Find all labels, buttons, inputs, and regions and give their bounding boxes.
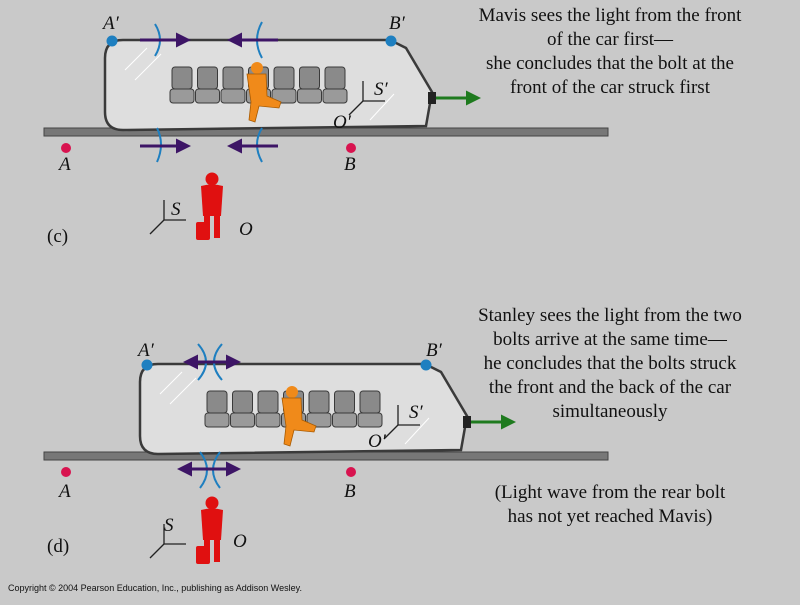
panel-c-point-b: B xyxy=(344,154,356,175)
panel-d-point-a-prime: A′ xyxy=(138,340,154,361)
panel-c-observer-o-prime: O′ xyxy=(333,112,351,133)
panel-d-caption-line: simultaneously xyxy=(552,401,668,422)
panel-c-observer-o: O xyxy=(239,219,253,240)
panel-d-marker-b xyxy=(346,467,356,477)
panel-d-seat-cushion xyxy=(357,412,383,428)
panel-d-observer-o-prime: O′ xyxy=(368,431,386,452)
panel-d-caption-line: he concludes that the bolts struck xyxy=(483,353,737,374)
panel-c-caption: Mavis sees the light from the front of t… xyxy=(450,4,770,100)
panel-d-glint xyxy=(169,377,197,405)
panel-c-marker-a xyxy=(61,143,71,153)
panel-c-frame-s-prime: S′ xyxy=(374,79,388,100)
panel-d-seat-cushion xyxy=(332,412,357,428)
panel-d-point-a: A xyxy=(59,481,71,502)
panel-d-seat-back xyxy=(308,390,330,414)
panel-d-point-b-prime: B′ xyxy=(426,340,442,361)
panel-d-seat-back xyxy=(232,390,253,414)
panel-c-caption-line: Mavis sees the light from the front xyxy=(478,5,742,26)
panel-c-glint xyxy=(124,47,148,71)
panel-d-marker-b-prime xyxy=(420,359,432,371)
panel-c-seat-cushion xyxy=(195,88,220,104)
panel-c-train-observer-head xyxy=(251,62,263,74)
panel-c-ground-observer-leg xyxy=(214,214,220,238)
panel-d-marker-a xyxy=(61,467,71,477)
panel-d-note-line: (Light wave from the rear bolt xyxy=(494,482,726,503)
panel-d-seat-cushion xyxy=(204,412,230,428)
panel-d-seat-cushion xyxy=(255,412,281,428)
panel-c-point-a: A xyxy=(59,154,71,175)
panel-c-marker-a-prime xyxy=(106,35,118,47)
panel-d-seat-back xyxy=(257,390,279,414)
panel-c-seat-back xyxy=(273,66,295,90)
panel-d-glint xyxy=(404,417,430,445)
panel-c-seat-cushion xyxy=(322,88,348,104)
panel-d-suitcase xyxy=(196,546,210,564)
panel-c-caption-line: of the car first— xyxy=(546,29,674,50)
panel-d-caption-line: the front and the back of the car xyxy=(488,377,732,398)
panel-c-ground-frame-axis-z xyxy=(149,219,165,235)
panel-d-train-observer-body xyxy=(281,397,317,447)
panel-d-train-observer-head xyxy=(286,386,298,398)
panel-c-point-a-prime: A′ xyxy=(103,13,119,34)
panel-d-observer-o: O xyxy=(233,531,247,552)
panel-c-train-observer-body xyxy=(246,73,282,123)
panel-c-seat-cushion xyxy=(169,88,195,104)
panel-c-marker-b xyxy=(346,143,356,153)
panel-c-seat-back xyxy=(171,66,193,90)
panel-d-track xyxy=(43,451,609,461)
panel-d-ground-observer-head xyxy=(205,496,219,510)
panel-d-drawing xyxy=(43,359,609,564)
panel-d-label: (d) xyxy=(47,536,70,557)
panel-c-headlight xyxy=(428,92,436,104)
panel-d-glint xyxy=(159,371,183,395)
panel-c-seat-cushion xyxy=(271,88,297,104)
panel-c-seat-back xyxy=(299,66,320,90)
panel-c-seat-back xyxy=(197,66,218,90)
panel-c-train-frame-axis-z xyxy=(348,100,364,116)
panel-d-note: (Light wave from the rear bolt has not y… xyxy=(450,481,770,529)
panel-c-suitcase xyxy=(196,222,210,240)
panel-c-glint xyxy=(369,93,395,121)
panel-c-glint xyxy=(134,53,162,81)
copyright-notice: Copyright © 2004 Pearson Education, Inc.… xyxy=(8,583,302,593)
panel-c-point-b-prime: B′ xyxy=(389,13,405,34)
panel-c-caption-line: front of the car struck first xyxy=(510,77,710,98)
panel-c-frame-s: S xyxy=(171,199,181,220)
panel-d-seat-back xyxy=(359,390,381,414)
panel-d-frame-s-prime: S′ xyxy=(409,402,423,423)
panel-c-seat-cushion xyxy=(220,88,246,104)
panel-d-seat-back xyxy=(334,390,355,414)
panel-c-marker-b-prime xyxy=(385,35,397,47)
panel-c-seat-back xyxy=(222,66,244,90)
panel-c-seat-cushion xyxy=(297,88,322,104)
panel-d-note-line: has not yet reached Mavis) xyxy=(507,506,713,527)
panel-d-seat-back xyxy=(206,390,228,414)
panel-d-train-frame-axis-z xyxy=(383,424,399,440)
panel-c-ground-observer-head xyxy=(205,172,219,186)
panel-c-caption-line: she concludes that the bolt at the xyxy=(486,53,734,74)
panel-d-frame-s: S xyxy=(164,515,174,536)
panel-c-seat-back xyxy=(324,66,346,90)
panel-d-ground-frame-axis-z xyxy=(149,543,165,559)
panel-d-caption: Stanley sees the light from the two bolt… xyxy=(450,304,770,424)
panel-c-drawing xyxy=(43,35,609,240)
panel-d-caption-line: Stanley sees the light from the two xyxy=(478,305,742,326)
panel-d-marker-a-prime xyxy=(141,359,153,371)
panel-d-ground-observer-body xyxy=(201,508,223,540)
panel-d-seat-cushion xyxy=(306,412,332,428)
panel-c-ground-observer-body xyxy=(201,184,223,216)
panel-d-headlight xyxy=(463,416,471,428)
panel-d-point-b: B xyxy=(344,481,356,502)
panel-d-caption-line: bolts arrive at the same time— xyxy=(493,329,727,350)
panel-d-ground-observer-leg xyxy=(214,538,220,562)
panel-c-label: (c) xyxy=(47,226,69,247)
panel-d-seat-cushion xyxy=(230,412,255,428)
